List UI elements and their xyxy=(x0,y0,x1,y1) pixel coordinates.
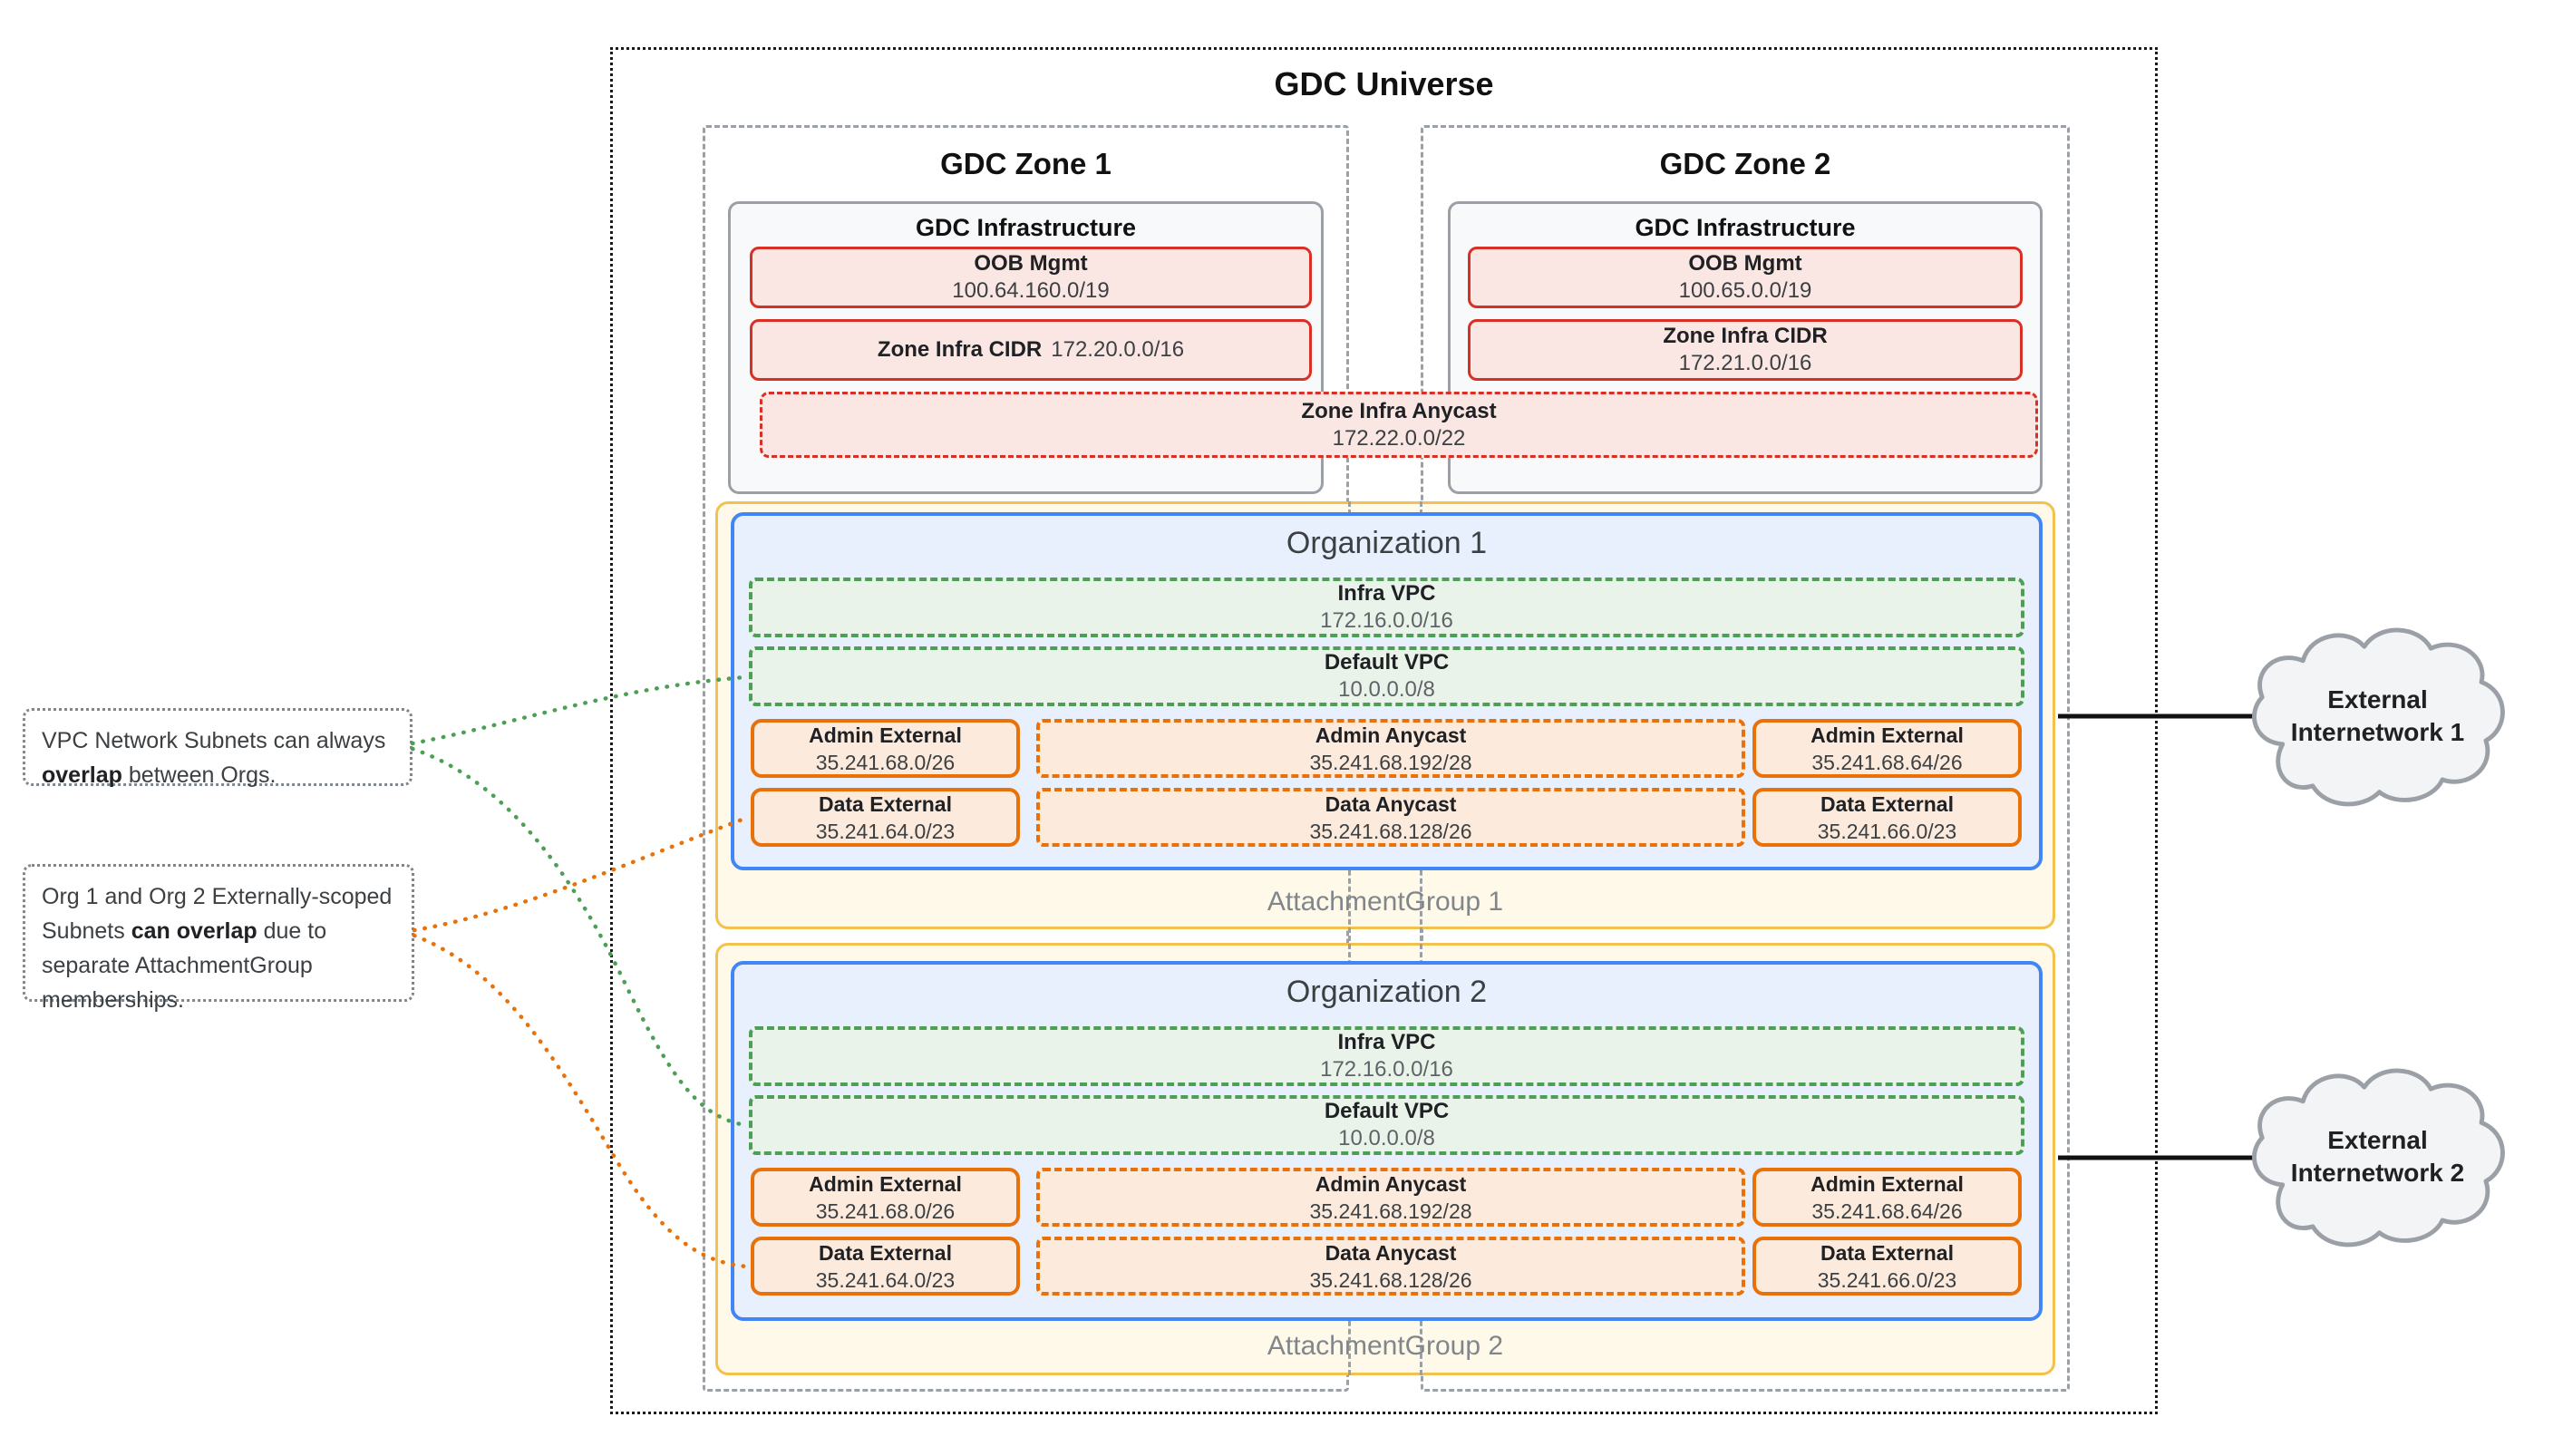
subnet-cidr: 100.64.160.0/19 xyxy=(952,278,1110,303)
org-1-admin-anycast-box: Admin Anycast 35.241.68.192/28 xyxy=(1036,719,1745,778)
attachment-group-2-label: AttachmentGroup 2 xyxy=(1267,1331,1504,1361)
subnet-cidr: 172.21.0.0/16 xyxy=(1678,351,1812,375)
subnet-label: Default VPC xyxy=(1324,650,1450,675)
subnet-label: Admin External xyxy=(1810,1171,1964,1196)
org-2-admin-anycast-box: Admin Anycast 35.241.68.192/28 xyxy=(1036,1168,1745,1227)
subnet-label: Zone Infra CIDR xyxy=(877,337,1043,362)
org-2-admin-external-right-box: Admin External 35.241.68.64/26 xyxy=(1752,1168,2022,1227)
cloud-1-label: External Internetwork 1 xyxy=(2226,609,2529,822)
organization-1-title: Organization 1 xyxy=(1286,526,1488,560)
org-1-infra-vpc-box: Infra VPC 172.16.0.0/16 xyxy=(749,578,2024,637)
cloud-2-label: External Internetwork 2 xyxy=(2226,1050,2529,1263)
zone-1-oob-mgmt-box: OOB Mgmt 100.64.160.0/19 xyxy=(750,247,1312,308)
external-internetwork-2-cloud: External Internetwork 2 xyxy=(2226,1050,2529,1263)
zone-2-left-border-segment xyxy=(1420,501,1422,1375)
subnet-cidr: 172.16.0.0/16 xyxy=(1320,1057,1453,1082)
org-2-data-external-right-box: Data External 35.241.66.0/23 xyxy=(1752,1237,2022,1296)
subnet-label: Zone Infra Anycast xyxy=(1301,398,1497,423)
subnet-cidr: 172.16.0.0/16 xyxy=(1320,608,1453,633)
subnet-cidr: 10.0.0.0/8 xyxy=(1338,1126,1435,1150)
subnet-label: Data External xyxy=(818,1240,952,1265)
org-2-infra-vpc-box: Infra VPC 172.16.0.0/16 xyxy=(749,1026,2024,1086)
org-1-data-external-right-box: Data External 35.241.66.0/23 xyxy=(1752,788,2022,847)
subnet-cidr: 35.241.66.0/23 xyxy=(1817,1267,1957,1292)
zone-infra-anycast-box: Zone Infra Anycast 172.22.0.0/22 xyxy=(760,392,2038,458)
zone-1-infrastructure-title: GDC Infrastructure xyxy=(915,214,1137,241)
subnet-cidr: 10.0.0.0/8 xyxy=(1338,677,1435,702)
subnet-label: Admin External xyxy=(1810,723,1964,747)
subnet-label: Admin External xyxy=(809,1171,962,1196)
zone-2-oob-mgmt-box: OOB Mgmt 100.65.0.0/19 xyxy=(1468,247,2023,308)
external-internetwork-1-cloud: External Internetwork 1 xyxy=(2226,609,2529,822)
subnet-label: Data Anycast xyxy=(1325,1240,1457,1265)
subnet-label: Data Anycast xyxy=(1325,791,1457,816)
subnet-cidr: 35.241.66.0/23 xyxy=(1817,819,1957,843)
subnet-label: Data External xyxy=(818,791,952,816)
gdc-zone-2-title: GDC Zone 2 xyxy=(1659,147,1831,180)
zone-1-right-border-segment xyxy=(1348,501,1351,1375)
org-2-admin-external-left-box: Admin External 35.241.68.0/26 xyxy=(751,1168,1020,1227)
subnet-label: Admin Anycast xyxy=(1315,723,1467,747)
cloud-1-label-text: External Internetwork 1 xyxy=(2290,684,2465,746)
cloud-icon xyxy=(2252,1068,2505,1247)
zone-1-infra-cidr-box: Zone Infra CIDR 172.20.0.0/16 xyxy=(750,319,1312,381)
subnet-cidr: 35.241.68.128/26 xyxy=(1309,819,1472,843)
subnet-cidr: 35.241.68.0/26 xyxy=(815,750,956,774)
subnet-cidr: 35.241.64.0/23 xyxy=(815,1267,956,1292)
annotation-bold-text: can overlap xyxy=(131,918,257,944)
subnet-label: Infra VPC xyxy=(1337,581,1436,606)
subnet-cidr: 35.241.68.192/28 xyxy=(1309,1199,1472,1223)
annotation-text: between Orgs. xyxy=(121,762,277,788)
gdc-universe-title: GDC Universe xyxy=(1274,65,1494,102)
subnet-cidr: 35.241.68.64/26 xyxy=(1811,750,1963,774)
subnet-label: Admin Anycast xyxy=(1315,1171,1467,1196)
subnet-cidr: 100.65.0.0/19 xyxy=(1678,278,1812,303)
subnet-cidr: 35.241.68.192/28 xyxy=(1309,750,1472,774)
subnet-label: Infra VPC xyxy=(1337,1030,1436,1054)
annotation-text: due to separate AttachmentGroup membersh… xyxy=(42,918,327,1013)
org-2-default-vpc-box: Default VPC 10.0.0.0/8 xyxy=(749,1095,2024,1155)
subnet-label: OOB Mgmt xyxy=(974,251,1088,276)
org-1-data-anycast-box: Data Anycast 35.241.68.128/26 xyxy=(1036,788,1745,847)
subnet-cidr: 35.241.68.128/26 xyxy=(1309,1267,1472,1292)
subnet-label: OOB Mgmt xyxy=(1688,251,1802,276)
subnet-cidr: 172.20.0.0/16 xyxy=(1051,337,1185,362)
subnet-cidr: 172.22.0.0/22 xyxy=(1332,425,1466,451)
subnet-cidr: 35.241.68.0/26 xyxy=(815,1199,956,1223)
annotation-text: Org 1 and Org 2 Externally-scoped Subnet… xyxy=(42,884,393,944)
zone-2-infra-cidr-box: Zone Infra CIDR 172.21.0.0/16 xyxy=(1468,319,2023,381)
org-1-admin-external-left-box: Admin External 35.241.68.0/26 xyxy=(751,719,1020,778)
subnet-label: Data External xyxy=(1820,1240,1954,1265)
zone-2-infrastructure-title: GDC Infrastructure xyxy=(1635,214,1856,241)
subnet-label: Data External xyxy=(1820,791,1954,816)
annotation-text: VPC Network Subnets can always xyxy=(42,728,386,753)
org-1-admin-external-right-box: Admin External 35.241.68.64/26 xyxy=(1752,719,2022,778)
attachment-group-1-label: AttachmentGroup 1 xyxy=(1267,887,1504,917)
annotation-vpc-overlap: VPC Network Subnets can always overlap b… xyxy=(23,708,413,788)
annotation-attachmentgroup-overlap: Org 1 and Org 2 Externally-scoped Subnet… xyxy=(23,864,414,1013)
cloud-icon xyxy=(2252,627,2505,807)
org-1-data-external-left-box: Data External 35.241.64.0/23 xyxy=(751,788,1020,847)
subnet-label: Default VPC xyxy=(1324,1099,1450,1123)
subnet-label: Zone Infra CIDR xyxy=(1663,324,1828,348)
org-1-default-vpc-box: Default VPC 10.0.0.0/8 xyxy=(749,646,2024,706)
org-2-data-external-left-box: Data External 35.241.64.0/23 xyxy=(751,1237,1020,1296)
subnet-label: Admin External xyxy=(809,723,962,747)
cloud-2-label-text: External Internetwork 2 xyxy=(2290,1125,2465,1187)
subnet-cidr: 35.241.68.64/26 xyxy=(1811,1199,1963,1223)
gdc-zone-1-title: GDC Zone 1 xyxy=(940,147,1111,180)
subnet-cidr: 35.241.64.0/23 xyxy=(815,819,956,843)
organization-2-title: Organization 2 xyxy=(1286,975,1488,1009)
annotation-bold-text: overlap xyxy=(42,762,122,788)
org-2-data-anycast-box: Data Anycast 35.241.68.128/26 xyxy=(1036,1237,1745,1296)
